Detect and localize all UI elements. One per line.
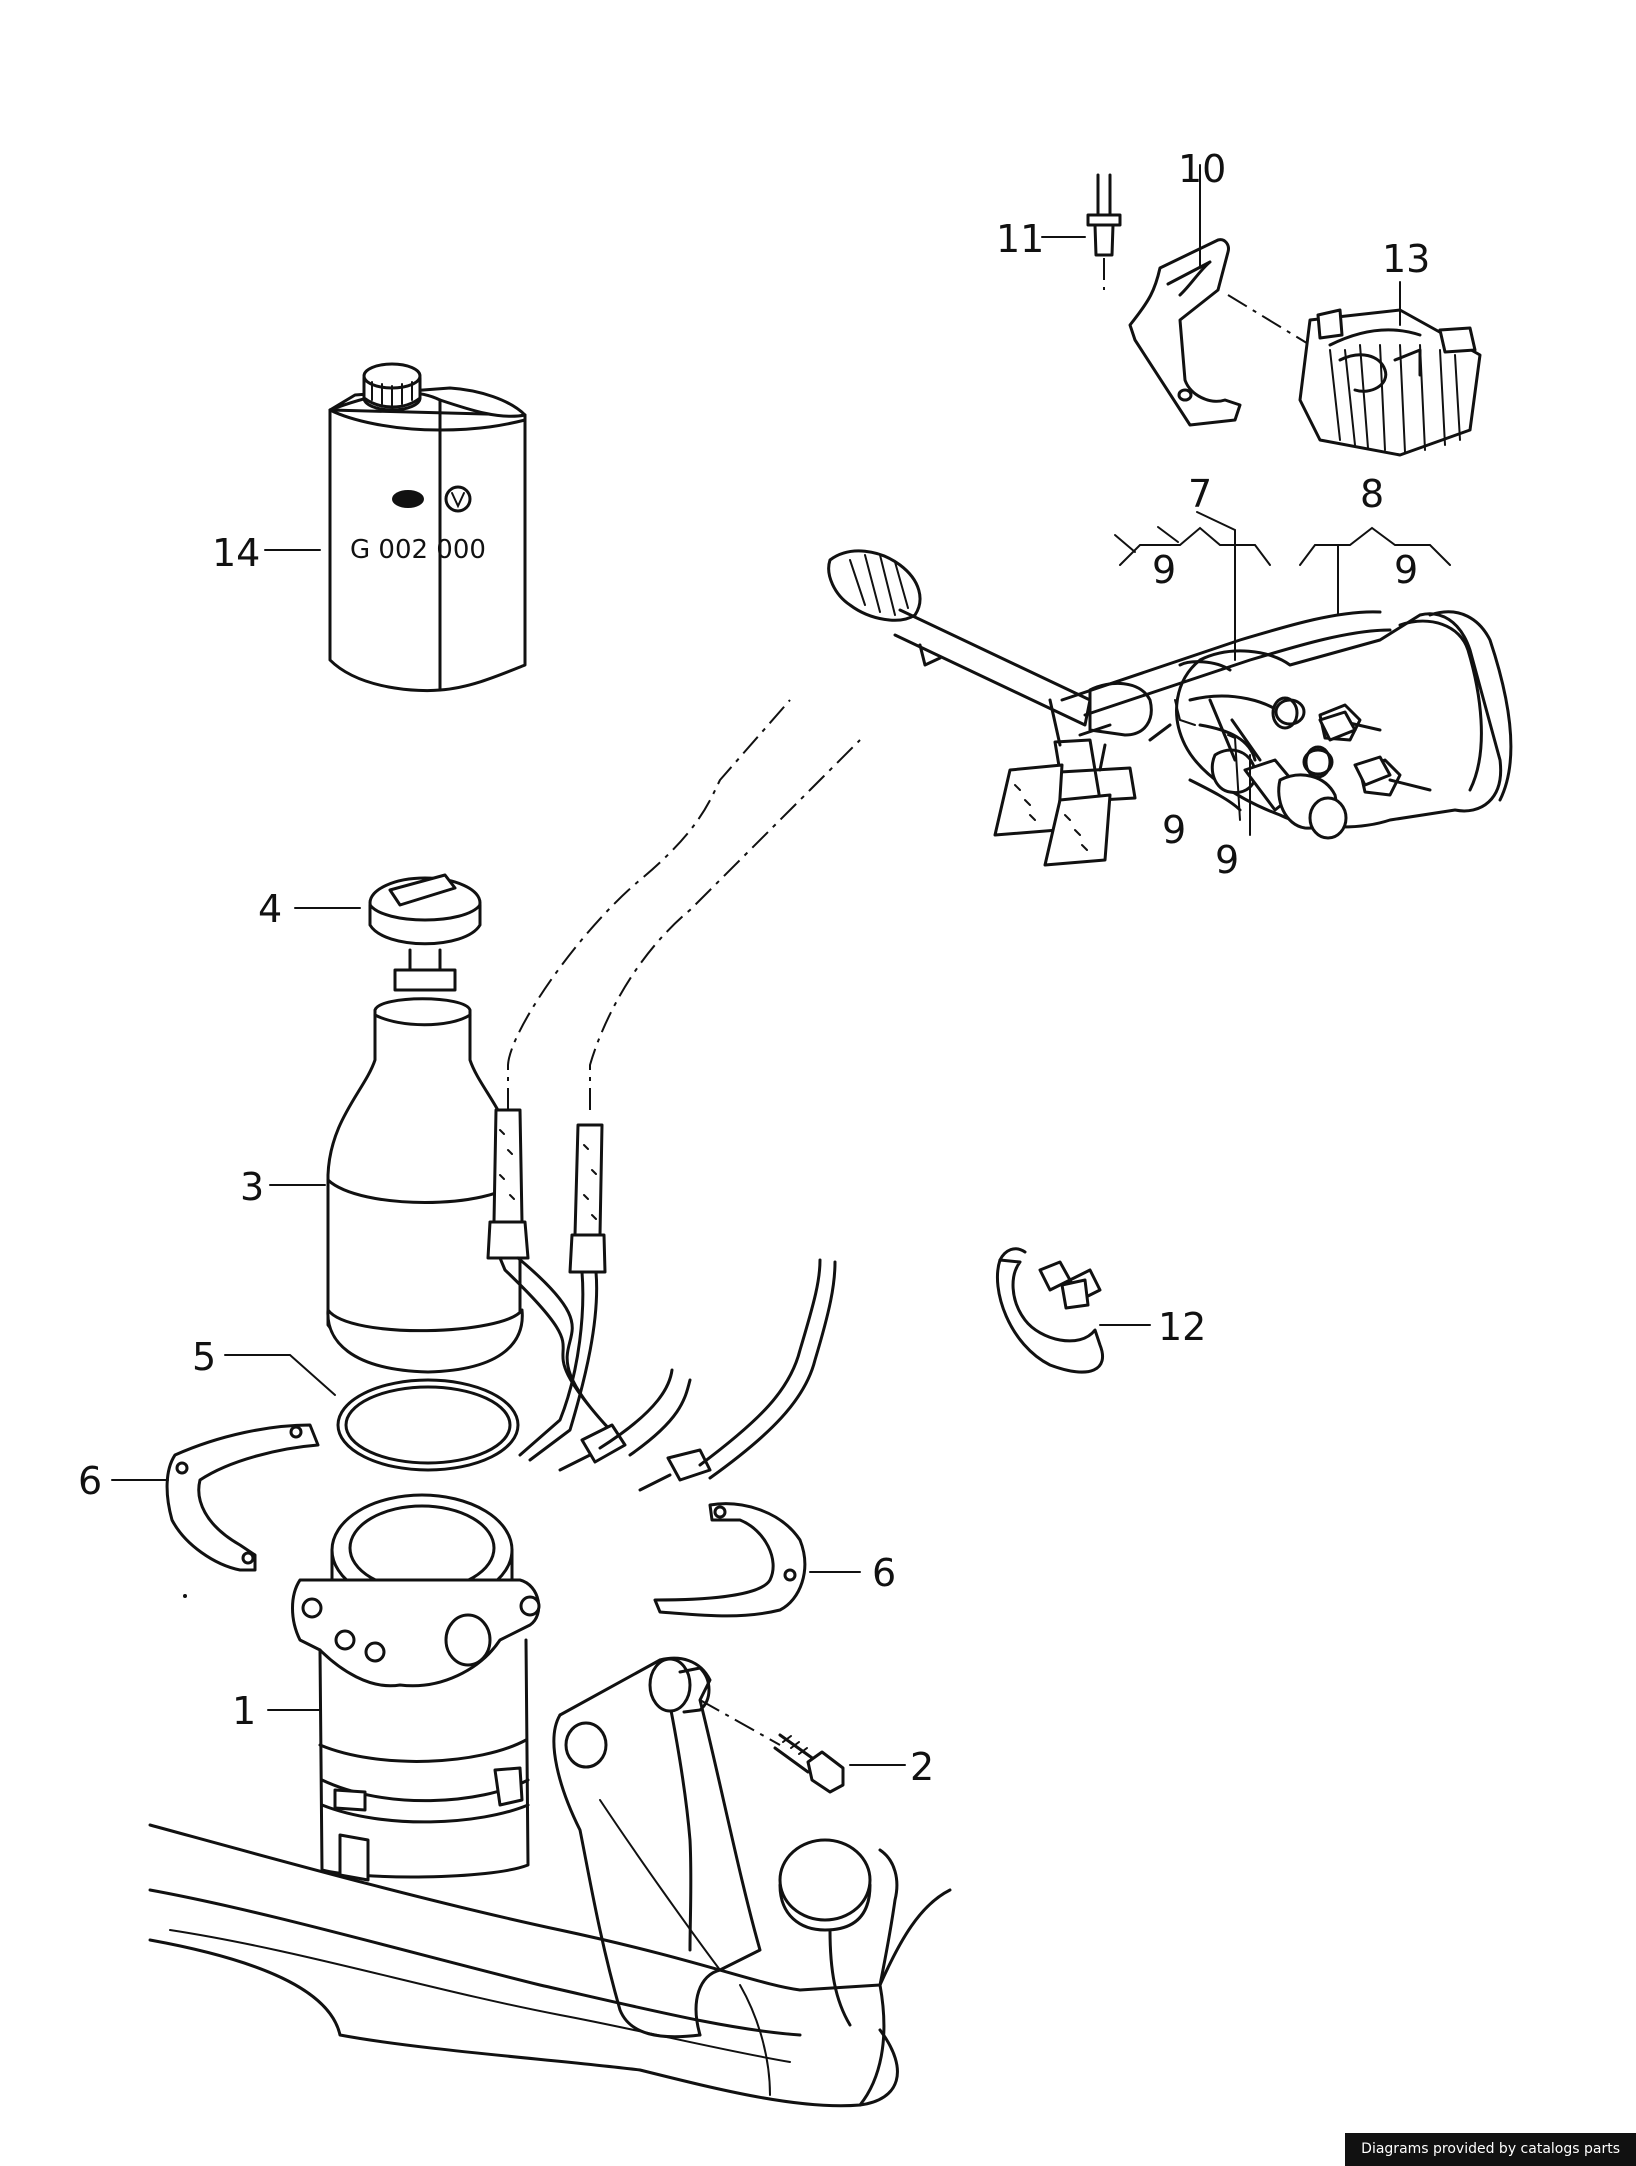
bracket-7 [1119, 526, 1271, 661]
callout-5: 5 [192, 1335, 216, 1379]
bolt [699, 1699, 845, 1794]
bleeder-fittings [1274, 698, 1392, 787]
reservoir-cap [368, 873, 482, 992]
hose-clamp [995, 1247, 1104, 1374]
bracket-8 [1299, 526, 1451, 616]
callout-14: 14 [212, 531, 260, 575]
clamp-half-right [653, 1502, 807, 1618]
relay-unit [1227, 294, 1482, 457]
clamp-half-left [165, 1423, 320, 1572]
callout-3: 3 [240, 1165, 264, 1209]
callout-11: 11 [996, 217, 1044, 261]
callout-9-bracket-7: 9 [1152, 548, 1176, 592]
pin-fastener [1086, 173, 1122, 290]
callout-9-bracket-8: 9 [1394, 548, 1418, 592]
callout-12: 12 [1158, 1305, 1206, 1349]
callout-4: 4 [258, 887, 282, 931]
brake-lines [486, 699, 861, 1492]
callout-8: 8 [1360, 472, 1384, 516]
callout-1: 1 [232, 1689, 256, 1733]
callout-6-left: 6 [78, 1459, 102, 1503]
callout-13: 13 [1382, 237, 1430, 281]
credit-banner: Diagrams provided by catalogs parts [1345, 2133, 1636, 2166]
leader-lines [111, 164, 1401, 1766]
callout-2: 2 [910, 1745, 934, 1789]
seal-ring [336, 1378, 520, 1472]
mounting-bracket [552, 1656, 762, 2039]
callout-9-fitting-b: 9 [1215, 838, 1239, 882]
pump-unit [291, 1493, 541, 1882]
axle-beam [148, 1823, 952, 2108]
callout-7: 7 [1188, 472, 1212, 516]
callout-6-right: 6 [872, 1551, 896, 1595]
oil-can-part-number: G 002 000 [350, 535, 486, 565]
reservoir [326, 997, 524, 1374]
callout-10: 10 [1178, 147, 1226, 191]
oil-can: G 002 000 [328, 362, 527, 693]
callout-9-fitting-a: 9 [1162, 808, 1186, 852]
callouts: 1 2 3 4 5 6 6 7 8 9 9 9 9 10 11 12 13 14 [78, 147, 1430, 1789]
relay-bracket [1128, 238, 1242, 427]
